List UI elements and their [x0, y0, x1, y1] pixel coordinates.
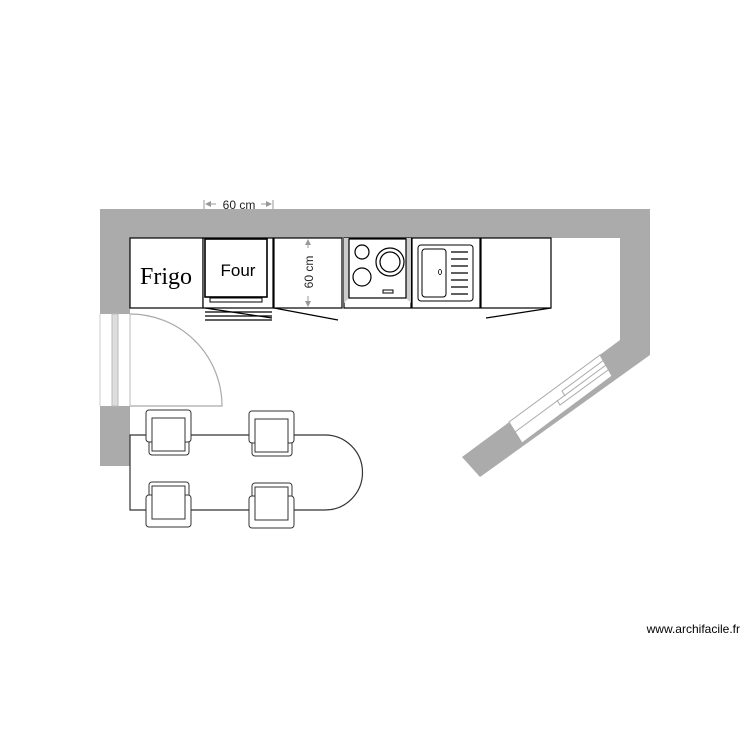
dimension-depth: [305, 239, 311, 307]
watermark: www.archifacile.fr: [646, 622, 740, 636]
dimension-depth-label: 60 cm: [302, 256, 316, 289]
window-diagonal: [508, 354, 613, 444]
chair: [248, 410, 295, 457]
door-left: [99, 313, 223, 407]
door-swing-arc: [129, 313, 223, 407]
walls: [100, 209, 650, 477]
burner: [354, 244, 370, 260]
wall-left-upper: [100, 209, 130, 314]
burner: [352, 267, 372, 287]
chair: [145, 481, 192, 528]
wall-right: [462, 209, 650, 477]
chair: [145, 409, 192, 456]
dimension-width: [203, 200, 274, 209]
wall-top: [100, 209, 650, 238]
dimension-width-label: 60 cm: [223, 198, 256, 212]
chair: [248, 482, 295, 529]
burner: [379, 251, 401, 273]
corner-cabinet-unit: [480, 237, 552, 309]
oven-label: Four: [221, 261, 256, 280]
kitchen-units: [129, 237, 552, 321]
chairs: [145, 409, 295, 529]
wall-left-lower: [100, 406, 130, 466]
fridge-label: Frigo: [140, 264, 192, 290]
